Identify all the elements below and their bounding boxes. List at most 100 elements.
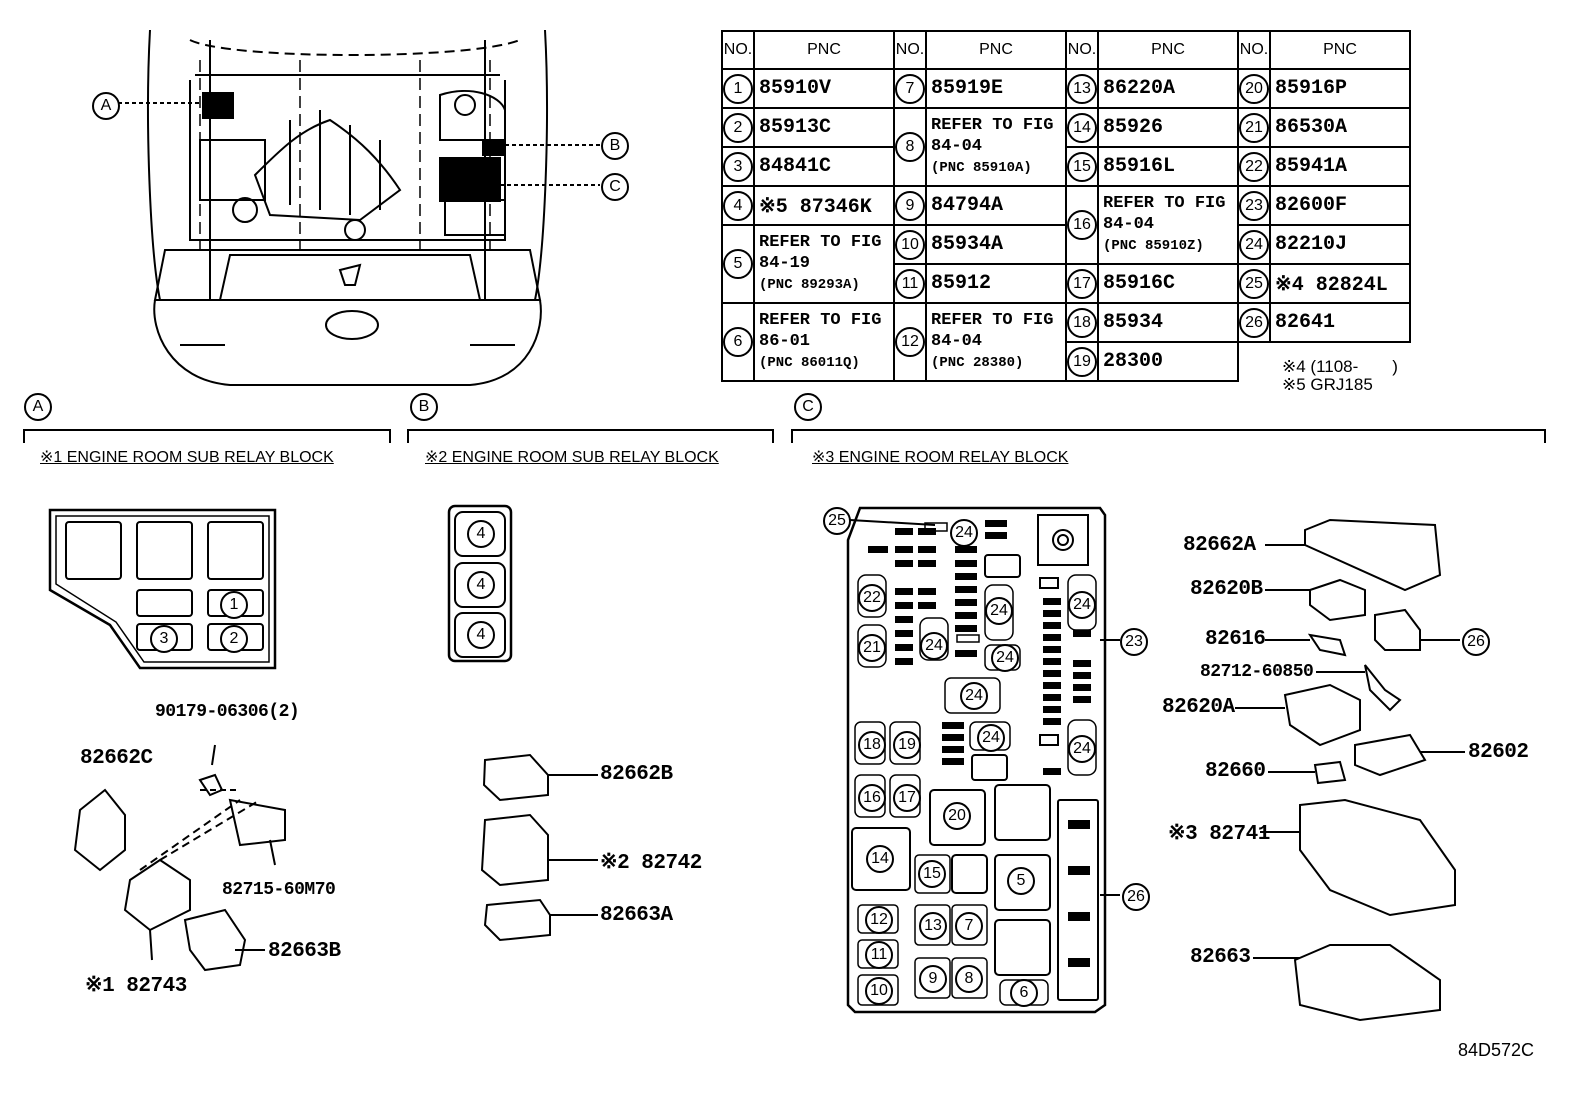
- part-82620b: 82620B: [1190, 578, 1263, 601]
- pnc-cell: 85910V: [753, 68, 895, 109]
- section-a-title: ※1 ENGINE ROOM SUB RELAY BLOCK: [40, 449, 334, 466]
- block-num-24: 24: [920, 632, 948, 660]
- item-number: 9: [895, 190, 925, 221]
- location-c-marker: [439, 157, 501, 202]
- item-number: 1: [723, 73, 753, 104]
- block-num-26: 26: [1122, 883, 1150, 911]
- pnc-cell: 28300: [1097, 341, 1239, 382]
- part-82663: 82663: [1190, 946, 1251, 969]
- item-number: 13: [1067, 73, 1097, 104]
- part-82663b: 82663B: [268, 940, 341, 963]
- part-82660: 82660: [1205, 760, 1266, 783]
- section-c-marker: C: [794, 393, 822, 421]
- item-number: 14: [1067, 112, 1097, 143]
- item-number: 19: [1067, 346, 1097, 377]
- item-number: 6: [723, 327, 753, 357]
- refer-text: REFER TO FIG 84-04: [1103, 194, 1226, 234]
- part-82742: ※2 82742: [600, 852, 702, 875]
- block-num-13: 13: [919, 912, 947, 940]
- block-num-24: 24: [991, 644, 1019, 672]
- item-number: 4: [723, 190, 753, 221]
- pnc-cell: ※5 87346K: [753, 185, 895, 226]
- block-num-24: 24: [985, 597, 1013, 625]
- block-num-18: 18: [858, 731, 886, 759]
- pnc-cell: 82641: [1269, 302, 1411, 343]
- pnc-cell: 82210J: [1269, 224, 1411, 265]
- section-b-title: ※2 ENGINE ROOM SUB RELAY BLOCK: [425, 449, 719, 466]
- pnc-cell: REFER TO FIG 84-04(PNC 85910A): [925, 107, 1067, 187]
- table-row: 5 REFER TO FIG 84-19(PNC 89293A) 10 8593…: [721, 224, 1411, 304]
- part-82712-60850: 82712-60850: [1200, 662, 1314, 682]
- item-number: 18: [1067, 307, 1097, 338]
- part-82662a: 82662A: [1183, 534, 1256, 557]
- block-num-24: 24: [1068, 591, 1096, 619]
- slot-4b: 4: [467, 571, 495, 599]
- block-num-24: 24: [960, 682, 988, 710]
- pnc-cell: REFER TO FIG 86-01(PNC 86011Q): [753, 302, 895, 382]
- item-number: 15: [1067, 151, 1097, 182]
- pnc-cell: REFER TO FIG 84-19(PNC 89293A): [753, 224, 895, 304]
- section-c-title: ※3 ENGINE ROOM RELAY BLOCK: [812, 449, 1069, 466]
- block-num-6: 6: [1010, 979, 1038, 1007]
- block-num-9: 9: [919, 965, 947, 993]
- block-num-23: 23: [1120, 628, 1148, 656]
- part-82663a: 82663A: [600, 904, 673, 927]
- pnc-cell: REFER TO FIG 84-04(PNC 28380): [925, 302, 1067, 382]
- pnc-cell: 85913C: [753, 107, 895, 148]
- header-no: NO.: [893, 30, 927, 70]
- header-no: NO.: [1237, 30, 1271, 70]
- refer-pnc: (PNC 85910Z): [1103, 238, 1204, 254]
- part-82602: 82602: [1468, 741, 1529, 764]
- note-5: ※5 GRJ185: [1282, 375, 1373, 394]
- slot-4c: 4: [467, 621, 495, 649]
- figure-id: 84D572C: [1458, 1040, 1535, 1060]
- item-number: 24: [1239, 229, 1269, 260]
- header-pnc: PNC: [925, 30, 1067, 70]
- header-pnc: PNC: [753, 30, 895, 70]
- pnc-table: NO. PNC NO. PNC NO. PNC NO. PNC 1 85910V…: [721, 30, 1411, 382]
- refer-text: REFER TO FIG 86-01: [759, 311, 882, 351]
- pnc-cell: 82600F: [1269, 185, 1411, 226]
- header-no: NO.: [1065, 30, 1099, 70]
- item-number: 12: [895, 327, 925, 357]
- part-num-26: 26: [1462, 628, 1490, 656]
- pnc-cell: 85934: [1097, 302, 1239, 343]
- callout-c: C: [601, 173, 629, 201]
- block-num-24: 24: [1068, 735, 1096, 763]
- header-no: NO.: [721, 30, 755, 70]
- block-num-20: 20: [943, 802, 971, 830]
- pnc-cell: ※4 82824L: [1269, 263, 1411, 304]
- block-num-5: 5: [1007, 867, 1035, 895]
- table-row: 3 84841C 15 85916L 22 85941A: [721, 146, 1411, 187]
- block-num-24: 24: [950, 519, 978, 547]
- refer-pnc: (PNC 28380): [931, 355, 1024, 371]
- block-num-14: 14: [866, 845, 894, 873]
- header-pnc: PNC: [1097, 30, 1239, 70]
- pnc-cell: 85916L: [1097, 146, 1239, 187]
- table-row: 6 REFER TO FIG 86-01(PNC 86011Q) 12 REFE…: [721, 302, 1411, 382]
- block-num-17: 17: [893, 784, 921, 812]
- slot-1: 1: [220, 591, 248, 619]
- block-num-11: 11: [865, 941, 893, 969]
- location-a-marker: [202, 92, 234, 119]
- section-b-marker: B: [410, 393, 438, 421]
- table-row: 19 28300: [722, 341, 1410, 382]
- part-82715-60m70: 82715-60M70: [222, 880, 336, 900]
- pnc-cell: 85926: [1097, 107, 1239, 148]
- item-number: 3: [723, 151, 753, 182]
- pnc-cell: REFER TO FIG 84-04 (PNC 85910Z): [1097, 185, 1239, 265]
- item-number: 16: [1067, 210, 1097, 240]
- block-num-24: 24: [977, 724, 1005, 752]
- block-num-12: 12: [865, 906, 893, 934]
- table-row: 1 85910V 7 85919E 13 86220A 20 85916P: [721, 68, 1411, 109]
- item-number: 26: [1239, 307, 1269, 338]
- item-number: 2: [723, 112, 753, 143]
- pnc-cell: 86530A: [1269, 107, 1411, 148]
- item-number: 11: [895, 268, 925, 299]
- refer-pnc: (PNC 89293A): [759, 277, 860, 293]
- block-num-7: 7: [955, 912, 983, 940]
- item-number: 25: [1239, 268, 1269, 299]
- item-number: 20: [1239, 73, 1269, 104]
- pnc-cell: 85916P: [1269, 68, 1411, 109]
